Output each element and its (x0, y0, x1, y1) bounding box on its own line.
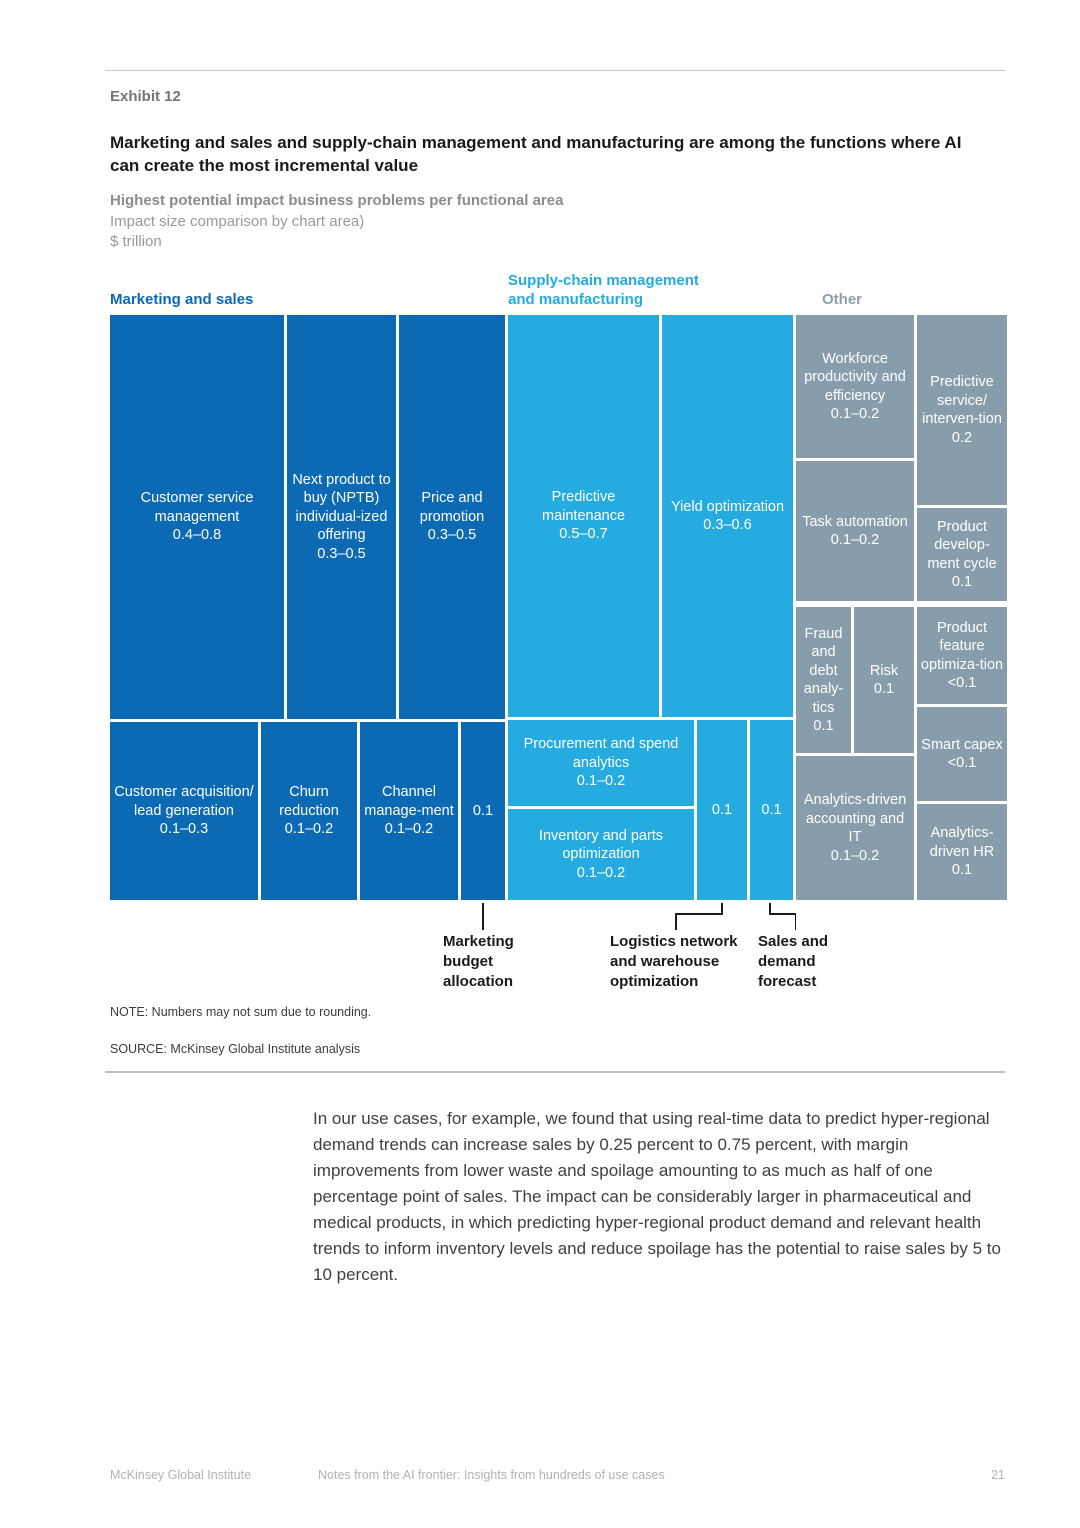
callout-line-sales-h (769, 913, 796, 915)
cell-value: 0.3–0.6 (703, 517, 752, 533)
customer-service-management-cell: Customer service management 0.4–0.8 (110, 315, 284, 719)
callout-line-logistics-v2 (675, 913, 677, 930)
cell-value: 0.1 (873, 681, 895, 697)
callout-line-sales-v2 (794, 913, 796, 930)
cell-value: 0.1 (711, 801, 733, 818)
exhibit-title: Marketing and sales and supply-chain man… (110, 133, 962, 175)
cell-label: Product feature optimiza-tion (920, 619, 1004, 673)
cell-label: Churn reduction (279, 784, 339, 819)
cell-label: Customer acquisition/ lead generation (114, 784, 254, 819)
cell-label: Inventory and parts optimization (538, 827, 664, 863)
cell-label: Customer service management (140, 490, 254, 525)
callout-line-logistics-v1 (721, 903, 723, 914)
risk-cell: Risk 0.1 (854, 607, 914, 753)
cell-value: 0.1 (951, 862, 973, 879)
cell-value: 0.1 (951, 574, 973, 590)
inventory-parts-optimization-cell: Inventory and parts optimization 0.1–0.2 (508, 809, 694, 900)
logistics-network-cell: 0.1 (697, 720, 747, 900)
cell-label: Task automation (802, 513, 908, 530)
cell-label: Fraud and debt analy-tics (803, 625, 844, 716)
cell-label: Predictive maintenance (541, 489, 626, 524)
cell-value: <0.1 (947, 755, 977, 771)
cell-label: Channel manage-ment (364, 784, 454, 819)
cell-label: Predictive service/ interven-tion (922, 374, 1002, 427)
sales-demand-forecast-cell: 0.1 (750, 720, 793, 900)
cell-value: 0.1 (472, 802, 494, 819)
source-text: SOURCE: McKinsey Global Institute analys… (110, 1042, 361, 1056)
price-and-promotion-cell: Price and promotion 0.3–0.5 (399, 315, 505, 719)
cell-value: 0.1–0.2 (830, 532, 880, 548)
cell-label: Yield optimization (670, 498, 785, 515)
callout-sales-demand-forecast: Sales and demand forecast (758, 933, 829, 990)
cell-label: Price and promotion (419, 490, 485, 525)
body-paragraph: In our use cases, for example, we found … (313, 1109, 1001, 1284)
cell-value: 0.4–0.8 (172, 527, 222, 544)
group-header-other: Other (822, 291, 863, 308)
channel-management-cell: Channel manage-ment 0.1–0.2 (360, 722, 458, 900)
footer-institute: McKinsey Global Institute (110, 1468, 252, 1482)
cell-label: Analytics-driven accounting and IT (803, 792, 907, 845)
cell-value: 0.3–0.5 (427, 527, 477, 544)
cell-label: Next product to buy (NPTB) individual-iz… (292, 471, 391, 544)
yield-optimization-cell: Yield optimization 0.3–0.6 (662, 315, 793, 717)
chart-unit-label: $ trillion (110, 233, 162, 250)
churn-reduction-cell: Churn reduction 0.1–0.2 (261, 722, 357, 900)
cell-value: 0.3–0.5 (317, 545, 366, 562)
procurement-spend-analytics-cell: Procurement and spend analytics 0.1–0.2 (508, 720, 694, 806)
chart-subtitle: Highest potential impact business proble… (110, 192, 564, 209)
cell-value: 0.1–0.2 (576, 773, 626, 790)
cell-value: 0.5–0.7 (559, 526, 608, 543)
cell-value: 0.1 (761, 801, 782, 818)
group-header-marketing: Marketing and sales (110, 291, 254, 308)
mid-divider (105, 1071, 1005, 1073)
cell-value: 0.1–0.2 (284, 821, 334, 838)
fraud-debt-analytics-cell: Fraud and debt analy-tics 0.1 (796, 607, 851, 753)
cell-value: 0.1–0.2 (830, 406, 880, 422)
top-divider (105, 70, 1005, 71)
task-automation-cell: Task automation 0.1–0.2 (796, 461, 914, 601)
cell-value: 0.1–0.2 (830, 847, 880, 864)
analytics-accounting-it-cell: Analytics-driven accounting and IT 0.1–0… (796, 756, 914, 900)
callout-line-sales-v1 (769, 903, 771, 914)
cell-value: 0.1–0.3 (159, 821, 209, 838)
cell-label: Procurement and spend analytics (523, 736, 679, 771)
cell-value: 0.2 (951, 429, 973, 446)
customer-acquisition-cell: Customer acquisition/ lead generation 0.… (110, 722, 258, 900)
cell-value: <0.1 (947, 675, 977, 691)
analytics-driven-hr-cell: Analytics-driven HR 0.1 (917, 804, 1007, 900)
predictive-maintenance-cell: Predictive maintenance 0.5–0.7 (508, 315, 659, 717)
cell-label: Smart capex (921, 736, 1003, 753)
note-text: NOTE: Numbers may not sum due to roundin… (110, 1005, 372, 1019)
callout-marketing-budget-allocation: Marketing budget allocation (443, 933, 514, 990)
cell-label: Risk (869, 662, 899, 679)
cell-value: 0.1–0.2 (576, 864, 626, 881)
product-development-cycle-cell: Product develop-ment cycle 0.1 (917, 508, 1007, 601)
group-header-supply-chain: Supply-chain management and manufacturin… (508, 272, 699, 308)
cell-label: Analytics-driven HR (929, 825, 995, 860)
cell-value: 0.1–0.2 (384, 821, 434, 838)
callout-line-marketing-budget (482, 903, 484, 930)
next-product-to-buy-cell: Next product to buy (NPTB) individual-iz… (287, 315, 396, 719)
exhibit-label: Exhibit 12 (110, 88, 181, 105)
workforce-productivity-cell: Workforce productivity and efficiency 0.… (796, 315, 914, 458)
product-feature-optimization-cell: Product feature optimiza-tion <0.1 (917, 607, 1007, 704)
smart-capex-cell: Smart capex <0.1 (917, 707, 1007, 801)
cell-label: Product develop-ment cycle (927, 518, 997, 572)
cell-label: Workforce productivity and efficiency (804, 350, 906, 404)
callout-logistics-network: Logistics network and warehouse optimiza… (610, 933, 738, 990)
predictive-service-intervention-cell: Predictive service/ interven-tion 0.2 (917, 315, 1007, 505)
callout-line-logistics-h (675, 913, 723, 915)
footer-page-number: 21 (991, 1468, 1005, 1482)
footer-report-title: Notes from the AI frontier: Insights fro… (318, 1468, 665, 1482)
chart-subtitle-line2: Impact size comparison by chart area) (110, 213, 365, 230)
cell-value: 0.1 (813, 718, 834, 734)
marketing-budget-allocation-cell: 0.1 (461, 722, 505, 900)
